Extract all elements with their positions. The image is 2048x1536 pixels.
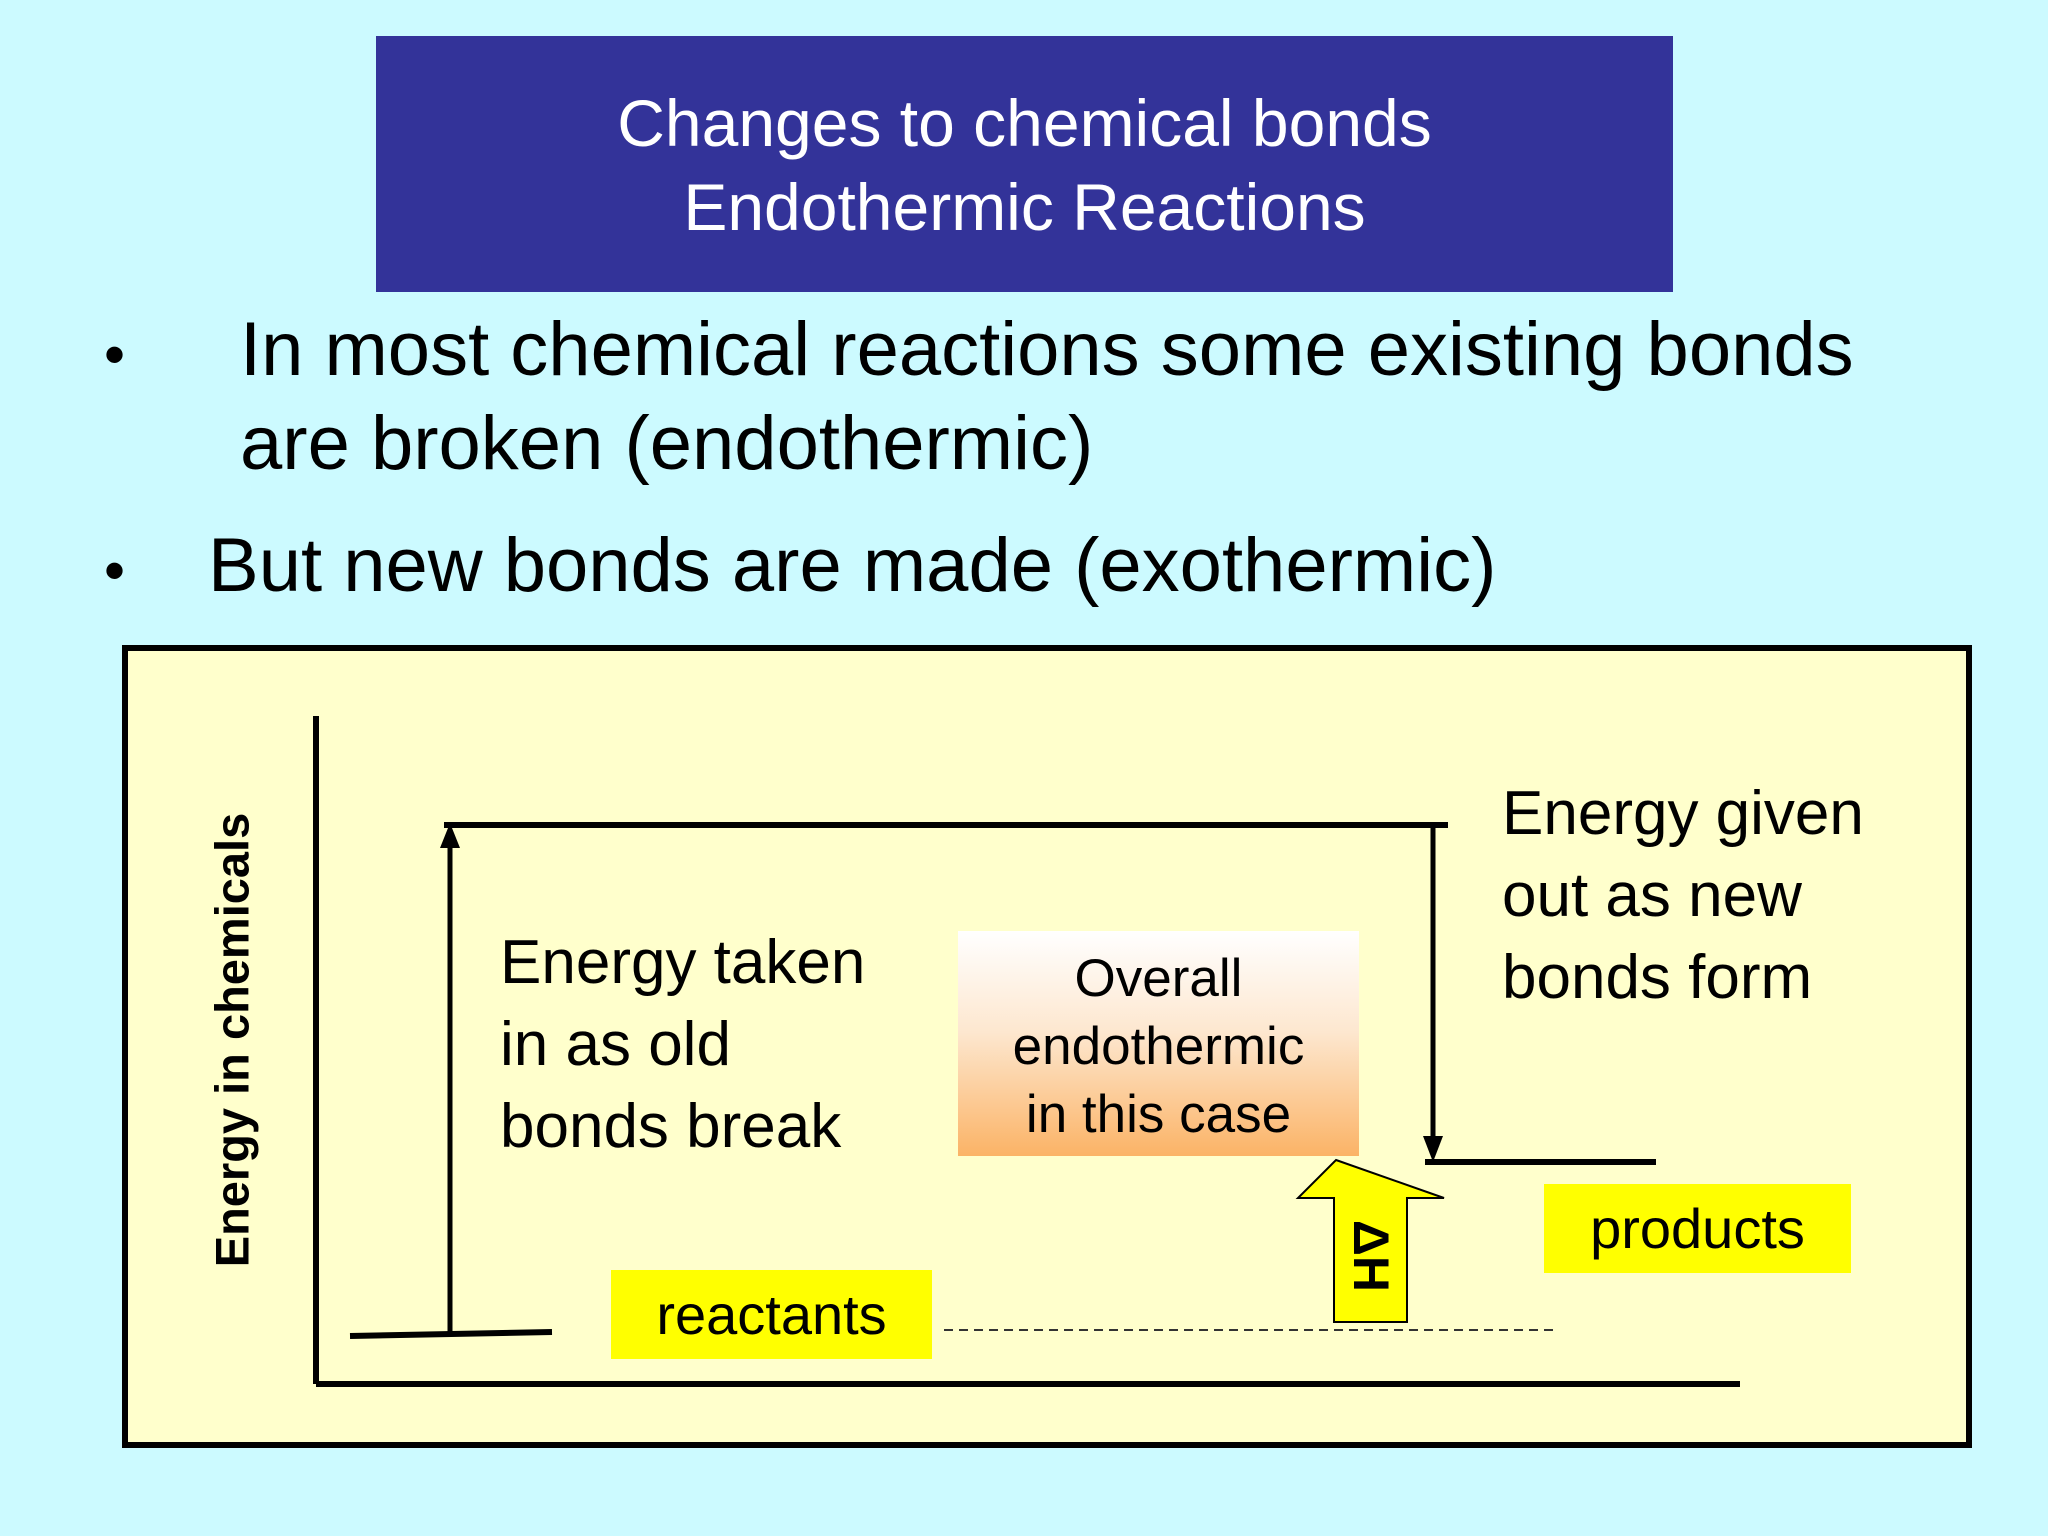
title-box: Changes to chemical bonds Endothermic Re… [376, 36, 1673, 292]
bullet-2-line-1: But new bonds are made (exothermic) [208, 523, 1497, 608]
energy-given-line-3: bonds form [1502, 943, 1813, 1012]
delta-h-arrow [1295, 1158, 1445, 1323]
bullet-1-line-2: are broken (endothermic) [240, 401, 1094, 486]
overall-line-1: Overall [1074, 949, 1243, 1008]
reactants-level [349, 1329, 553, 1339]
products-label: products [1544, 1184, 1851, 1273]
bond-breaking-arrowhead [440, 823, 460, 848]
energy-taken-line-1: Energy taken [500, 928, 866, 997]
overall-line-3: in this case [1025, 1085, 1292, 1144]
title-line-1: Changes to chemical bonds [617, 86, 1432, 160]
bullet-marker-1: • [104, 321, 126, 388]
energy-given-text: Energy given out as new bonds form [1502, 773, 1864, 1019]
overall-line-2: endothermic [1012, 1017, 1305, 1076]
bond-forming-arrowhead [1423, 1136, 1443, 1162]
delta-h-label: ΔH [1343, 1219, 1399, 1293]
reactants-label: reactants [611, 1270, 932, 1359]
energy-given-line-2: out as new [1502, 861, 1802, 930]
bullet-1-line-1: In most chemical reactions some existing… [240, 307, 1854, 392]
energy-given-line-1: Energy given [1502, 779, 1864, 848]
energy-taken-line-3: bonds break [500, 1092, 842, 1161]
overall-endothermic-box: Overall endothermic in this case [958, 931, 1359, 1156]
bullet-marker-2: • [104, 537, 126, 604]
energy-taken-line-2: in as old [500, 1010, 731, 1079]
title-line-2: Endothermic Reactions [683, 170, 1366, 244]
energy-taken-text: Energy taken in as old bonds break [500, 922, 865, 1168]
